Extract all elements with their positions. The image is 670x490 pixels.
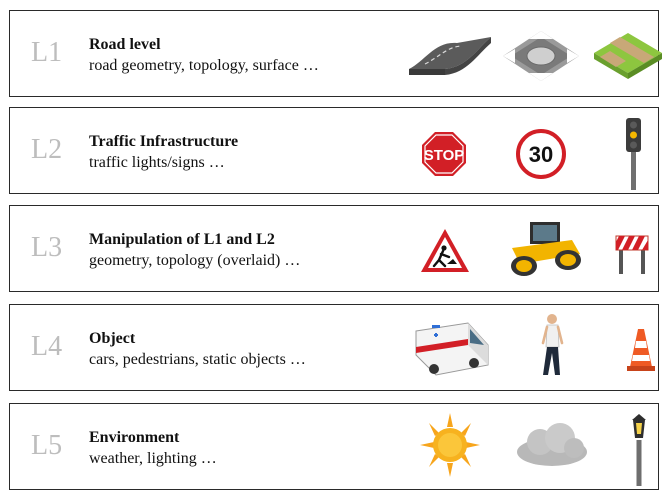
layer-id: L1 <box>31 37 63 68</box>
cloud-icon <box>514 422 590 468</box>
traffic-cone-icon <box>627 327 655 373</box>
layer-description: cars, pedestrians, static objects … <box>89 351 306 368</box>
layer-description: traffic lights/signs … <box>89 154 225 171</box>
layer-id: L2 <box>31 134 63 165</box>
road-barrier-icon <box>615 230 649 276</box>
grass-road-junction-icon <box>592 31 664 81</box>
street-lamp-icon <box>628 412 650 488</box>
layer-title: Object <box>89 330 136 347</box>
speed-limit-sign-icon: 30 <box>516 129 566 179</box>
road-roller-icon <box>506 216 584 282</box>
layer-l5: L5 Environment weather, lighting … <box>9 403 659 490</box>
traffic-light-icon <box>621 116 645 192</box>
layer-description: road geometry, topology, surface … <box>89 57 319 74</box>
pedestrian-icon <box>538 313 568 379</box>
stop-sign-icon: STOP <box>421 131 467 177</box>
layer-title: Road level <box>89 36 161 53</box>
layer-l1: L1 Road level road geometry, topology, s… <box>9 10 662 97</box>
layer-title: Environment <box>89 429 180 446</box>
layer-title: Traffic Infrastructure <box>89 133 239 150</box>
layer-description: geometry, topology (overlaid) … <box>89 252 301 269</box>
layer-id: L3 <box>31 232 63 263</box>
roundabout-icon <box>501 29 581 83</box>
road-segment-icon <box>405 31 495 81</box>
layer-l2: L2 Traffic Infrastructure traffic lights… <box>9 107 659 194</box>
layer-title: Manipulation of L1 and L2 <box>89 231 275 248</box>
speed-text: 30 <box>529 142 553 167</box>
stop-text: STOP <box>424 147 465 164</box>
ambulance-icon <box>412 319 492 379</box>
layer-id: L4 <box>31 331 63 362</box>
layer-description: weather, lighting … <box>89 450 217 467</box>
layer-l4: L4 Object cars, pedestrians, static obje… <box>9 304 659 391</box>
layer-l3: L3 Manipulation of L1 and L2 geometry, t… <box>9 205 659 292</box>
layer-id: L5 <box>31 430 63 461</box>
roadworks-sign-icon <box>419 227 471 275</box>
sun-icon <box>420 413 480 477</box>
